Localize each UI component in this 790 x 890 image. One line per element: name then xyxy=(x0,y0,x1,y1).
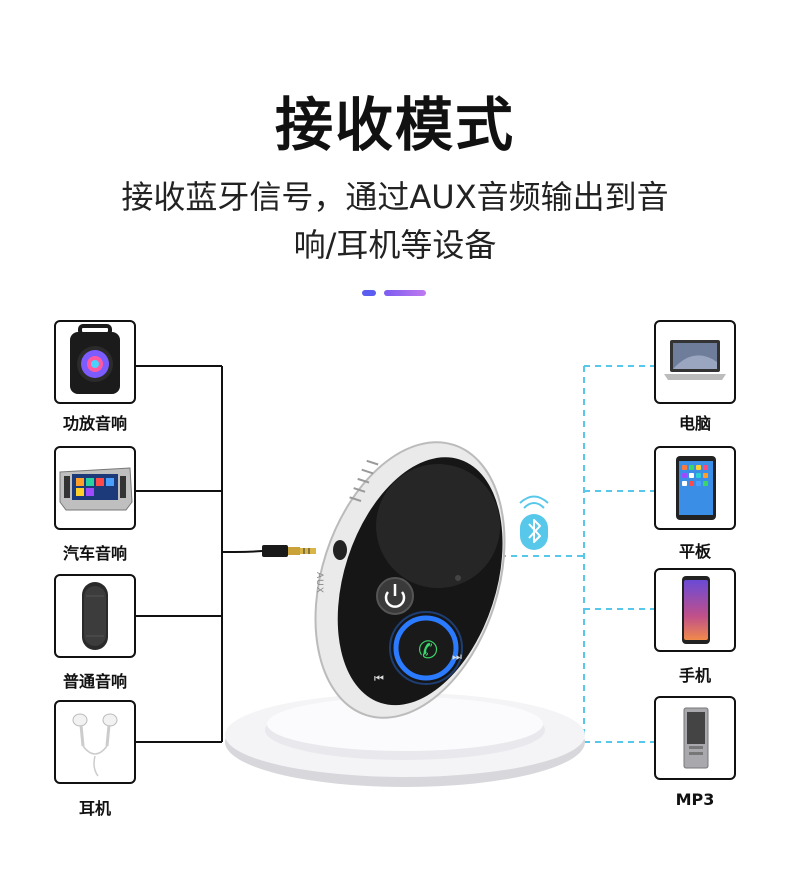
cylinder-speaker-icon xyxy=(82,582,108,650)
device-card-phone xyxy=(654,568,736,652)
decorative-dots xyxy=(362,290,432,298)
device-label-regular-speaker: 普通音响 xyxy=(62,672,127,691)
laptop-icon xyxy=(664,340,726,380)
svg-text:⏭: ⏭ xyxy=(452,650,462,663)
device-label-earphones: 耳机 xyxy=(78,799,111,818)
bluetooth-icon xyxy=(519,495,549,550)
aux-port-label: AUX xyxy=(314,572,324,594)
phone-icon xyxy=(682,576,710,644)
device-card-regular-speaker xyxy=(54,574,136,658)
bluetooth-receiver: ✆ ⏮ ⏭ xyxy=(314,441,506,719)
left-wires xyxy=(136,365,263,743)
device-label-car-stereo: 汽车音响 xyxy=(62,544,127,563)
right-wires xyxy=(500,365,654,743)
device-label-tablet: 平板 xyxy=(678,542,711,561)
mp3-player-icon xyxy=(683,707,709,769)
device-card-mp3 xyxy=(654,696,736,780)
tablet-icon xyxy=(676,456,716,520)
device-label-laptop: 电脑 xyxy=(678,414,711,433)
device-card-tablet xyxy=(654,446,736,530)
device-card-amplifier-speaker xyxy=(54,320,136,404)
device-card-laptop xyxy=(654,320,736,404)
device-card-car-stereo xyxy=(54,446,136,530)
device-label-amplifier-speaker: 功放音响 xyxy=(62,414,127,433)
subtitle-line-2: 响/耳机等设备 xyxy=(293,226,497,264)
svg-text:⏮: ⏮ xyxy=(374,672,384,685)
aux-cable xyxy=(262,545,316,557)
device-label-mp3: MP3 xyxy=(675,790,715,809)
podium xyxy=(225,693,585,787)
earphones-icon xyxy=(72,713,118,777)
car-stereo-icon xyxy=(59,467,133,511)
page-title: 接收模式 xyxy=(274,91,515,159)
device-card-earphones xyxy=(54,700,136,784)
speaker-icon xyxy=(70,324,120,394)
svg-text:✆: ✆ xyxy=(418,636,438,664)
subtitle-line-1: 接收蓝牙信号，通过AUX音频输出到音 xyxy=(121,178,669,216)
device-label-phone: 手机 xyxy=(678,666,711,685)
